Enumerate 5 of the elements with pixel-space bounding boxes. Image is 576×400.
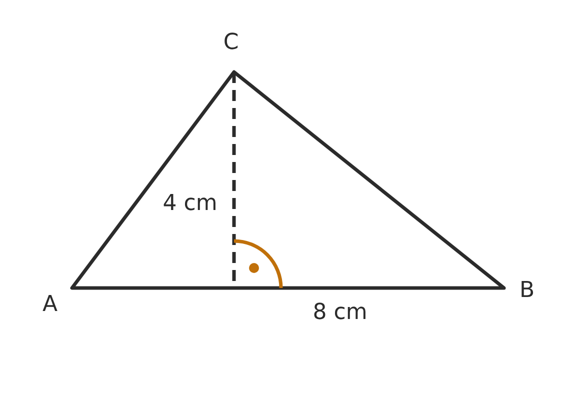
vertex-label: A	[42, 294, 58, 316]
dimension-label: 4 cm	[162, 193, 218, 215]
dimension-label: 8 cm	[312, 302, 368, 324]
vertex-label: B	[519, 280, 535, 302]
vertex-label: C	[223, 32, 239, 54]
